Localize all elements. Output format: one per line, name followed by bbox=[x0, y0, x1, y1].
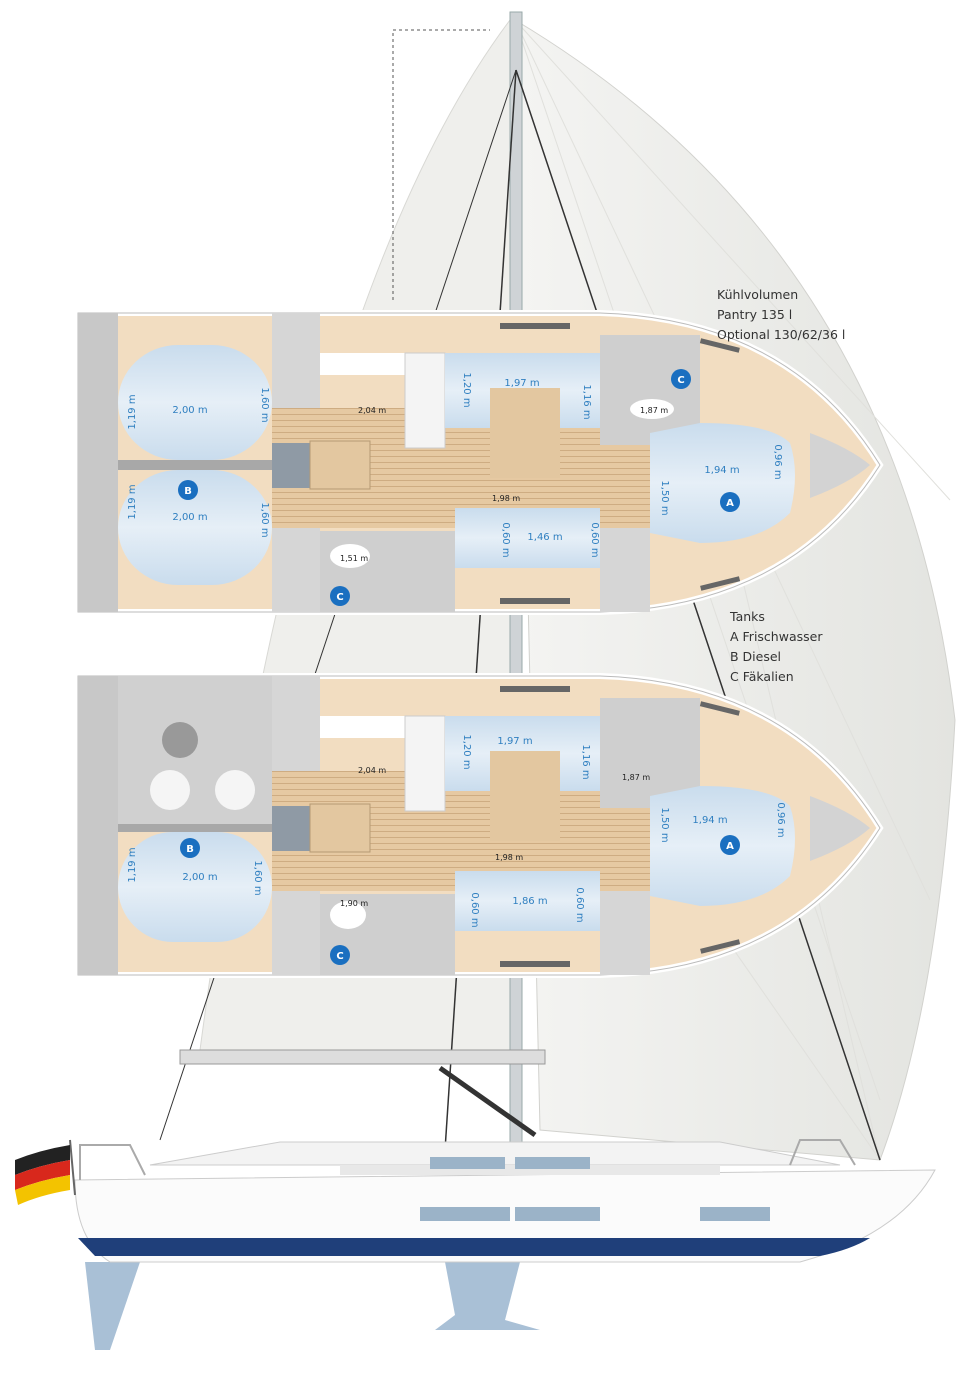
dim-aft-cabin-width2: 1,60 m bbox=[252, 860, 263, 895]
tank-c-aft-label: C bbox=[336, 592, 343, 603]
fridge-note-pantry: Pantry 135 l bbox=[717, 307, 792, 322]
deck-plan-version-2: 1,19 m 2,00 m 1,60 m B 2,04 m 1,20 m 1,9… bbox=[78, 676, 880, 975]
headroom-aft-head: 1,90 m bbox=[340, 899, 368, 908]
dim-aft-upper-length: 2,00 m bbox=[172, 405, 207, 416]
dim-vberth-length: 1,94 m bbox=[692, 815, 727, 826]
headroom-fwd-head: 1,87 m bbox=[640, 406, 668, 415]
tanks-legend-title: Tanks bbox=[729, 609, 765, 624]
hull-window bbox=[700, 1207, 770, 1221]
headroom-center: 1,98 m bbox=[495, 853, 523, 862]
dim-vberth-width: 0,96 m bbox=[772, 444, 783, 479]
hull-window bbox=[515, 1207, 600, 1221]
tank-marker-b bbox=[180, 838, 200, 858]
dim-settee-width: 1,16 m bbox=[581, 384, 592, 419]
tanks-legend-c: C Fäkalien bbox=[730, 669, 794, 684]
dim-stbd-settee-w1: 0,60 m bbox=[469, 892, 480, 927]
dim-stbd-settee-length: 1,46 m bbox=[527, 532, 562, 543]
fridge-note: Kühlvolumen Pantry 135 l Optional 130/62… bbox=[717, 287, 845, 342]
headroom-aft-head: 1,51 m bbox=[340, 554, 368, 563]
tank-marker-c-fwd bbox=[671, 369, 691, 389]
dim-stbd-settee-w1: 0,60 m bbox=[500, 522, 511, 557]
tank-marker-c-aft bbox=[330, 945, 350, 965]
tank-marker-a bbox=[720, 492, 740, 512]
bow-pulpit bbox=[789, 1139, 856, 1166]
boom-vang bbox=[438, 1065, 537, 1138]
fridge-note-title: Kühlvolumen bbox=[717, 287, 798, 302]
dim-aft-cabin-width: 1,19 m bbox=[127, 847, 138, 882]
stern-pulpit bbox=[79, 1144, 146, 1180]
rudder bbox=[85, 1262, 140, 1350]
tank-a-label: A bbox=[726, 841, 734, 852]
dim-galley: 1,20 m bbox=[461, 734, 472, 769]
headroom-fwd: 1,87 m bbox=[622, 773, 650, 782]
forestay bbox=[515, 69, 881, 1161]
dim-stbd-settee-length: 1,86 m bbox=[512, 896, 547, 907]
tank-a-label: A bbox=[726, 498, 734, 509]
hull-side-view bbox=[74, 1139, 936, 1350]
dim-galley: 1,20 m bbox=[461, 372, 472, 407]
dim-settee-length: 1,97 m bbox=[497, 736, 532, 747]
dashed-outline bbox=[392, 29, 490, 300]
dim-settee-width: 1,16 m bbox=[580, 744, 591, 779]
headroom-center: 1,98 m bbox=[492, 494, 520, 503]
german-flag-icon bbox=[15, 1139, 76, 1205]
headroom-salon: 2,04 m bbox=[358, 766, 386, 775]
tank-marker-c-aft bbox=[330, 586, 350, 606]
tanks-legend: Tanks A Frischwasser B Diesel C Fäkalien bbox=[729, 609, 823, 684]
dim-aft-lower-length: 2,00 m bbox=[172, 512, 207, 523]
tank-marker-a bbox=[720, 835, 740, 855]
tank-c-label: C bbox=[677, 375, 684, 386]
keel bbox=[435, 1262, 540, 1330]
dim-stbd-settee-w2: 0,60 m bbox=[574, 887, 585, 922]
dim-vberth-width: 0,96 m bbox=[775, 802, 786, 837]
dim-aft-upper-width: 1,19 m bbox=[127, 394, 138, 429]
dim-vberth-width2: 1,50 m bbox=[659, 480, 670, 515]
dim-aft-upper-width2: 1,60 m bbox=[259, 387, 270, 422]
hull-window bbox=[420, 1207, 510, 1221]
tanks-legend-a: A Frischwasser bbox=[730, 629, 823, 644]
dim-aft-lower-width: 1,19 m bbox=[127, 484, 138, 519]
headroom-salon: 2,04 m bbox=[358, 406, 386, 415]
dim-vberth-width2: 1,50 m bbox=[659, 807, 670, 842]
dim-stbd-settee-w2: 0,60 m bbox=[589, 522, 600, 557]
dim-aft-lower-width2: 1,60 m bbox=[259, 502, 270, 537]
dim-aft-cabin-length: 2,00 m bbox=[182, 872, 217, 883]
tanks-legend-b: B Diesel bbox=[730, 649, 781, 664]
fridge-note-optional: Optional 130/62/36 l bbox=[717, 327, 845, 342]
boom bbox=[179, 1049, 546, 1065]
dim-vberth-length: 1,94 m bbox=[704, 465, 739, 476]
tank-marker-b bbox=[178, 480, 198, 500]
tank-b-label: B bbox=[184, 486, 192, 497]
dim-settee-length: 1,97 m bbox=[504, 378, 539, 389]
deck-plan-version-1: 1,19 m 2,00 m 1,60 m 1,19 m 2,00 m 1,60 … bbox=[78, 313, 880, 612]
tank-b-label: B bbox=[186, 844, 194, 855]
tank-c-label: C bbox=[336, 951, 343, 962]
